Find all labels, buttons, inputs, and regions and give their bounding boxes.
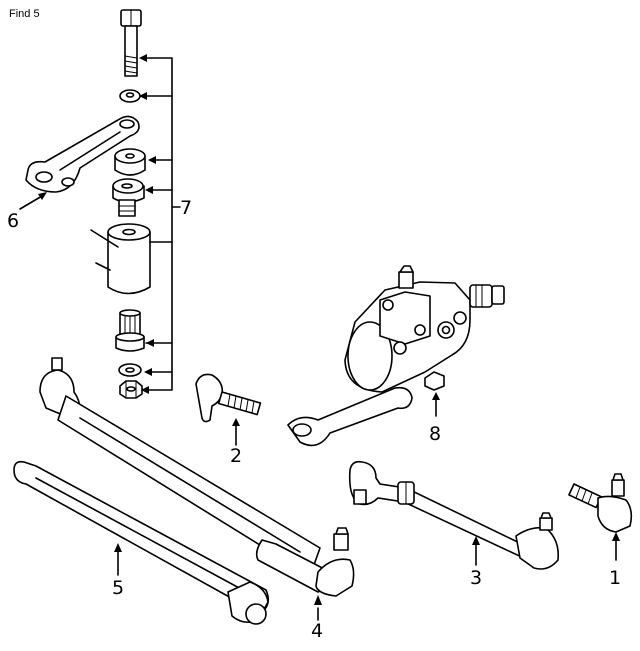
callout-1: 1 — [609, 567, 621, 589]
callout-7-bracket — [139, 54, 181, 394]
nut-icon[interactable] — [119, 380, 143, 399]
bushing-icon[interactable] — [114, 148, 146, 176]
callout-7: 7 — [180, 197, 192, 219]
drag-link-5[interactable] — [13, 460, 270, 625]
steering-gear[interactable] — [287, 265, 505, 447]
tie-rod-end-1[interactable] — [568, 473, 633, 561]
callout-8: 8 — [429, 423, 441, 445]
center-link-4[interactable] — [39, 357, 355, 621]
find-label[interactable]: Find 5 — [9, 8, 40, 20]
callout-5: 5 — [112, 577, 124, 599]
callout-3: 3 — [470, 567, 482, 589]
tie-rod-end-2[interactable] — [195, 373, 262, 446]
washer-icon[interactable] — [119, 89, 141, 103]
splined-stud-icon[interactable] — [115, 309, 145, 352]
idler-arm-kit — [90, 9, 181, 399]
tie-rod-3[interactable] — [348, 460, 560, 570]
idler-arm-body-icon[interactable] — [90, 223, 151, 295]
bolt-icon[interactable] — [120, 9, 142, 77]
callout-6: 6 — [7, 210, 19, 232]
callout-2: 2 — [230, 445, 242, 467]
sleeve-bushing-icon[interactable] — [112, 178, 145, 217]
callout-4: 4 — [311, 620, 323, 642]
lock-washer-icon[interactable] — [118, 363, 142, 377]
pitman-arm-link[interactable] — [19, 115, 140, 210]
